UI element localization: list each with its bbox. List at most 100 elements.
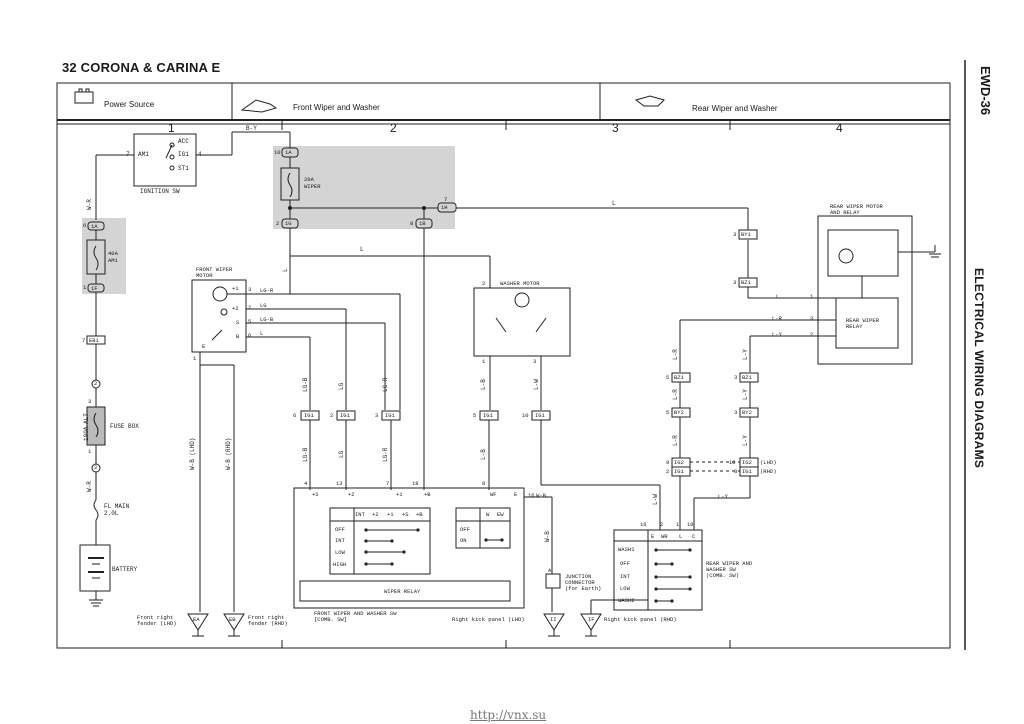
conn-1a-b: 1A — [285, 149, 292, 156]
fsw-row-1: INT — [335, 537, 345, 544]
wire-w-b-lhd: W-B (LHD) — [189, 437, 196, 470]
conn-eb1-pin: 7 — [82, 337, 86, 344]
rsw-row-3: LOW — [620, 585, 630, 592]
rear-relay-1: REAR WIPER — [846, 317, 880, 324]
wire-l-b-1: L-B — [480, 379, 487, 390]
ignition-pin7: 7 — [126, 151, 130, 158]
ground-ii-desc: Right kick panel (LHD) — [452, 616, 525, 623]
page-code: EWD-36 — [978, 66, 993, 116]
ig1-p5: 5 — [473, 412, 477, 419]
fsw-col-2: +1 — [387, 511, 394, 518]
wire-b-y: B-Y — [246, 125, 257, 132]
fuse-alt-amp: 100A — [83, 426, 90, 441]
front-motor-b: B — [236, 333, 240, 340]
junction-pin: A — [548, 567, 552, 574]
fuse-am1-name: AM1 — [108, 257, 118, 264]
front-motor-w2: LG — [260, 302, 267, 309]
wire-l-vert: L — [282, 268, 289, 272]
rc-ig1-pin: 2 — [666, 468, 670, 475]
ig1-p2: 2 — [330, 412, 334, 419]
front-motor-plus1: +1 — [232, 285, 239, 292]
rear-vwire-l-r-3: L-R — [672, 435, 679, 446]
rsw-row-1: OFF — [620, 560, 630, 567]
rsw-row-0: WASH1 — [618, 546, 635, 553]
rc-ig1: IG1 — [674, 468, 684, 475]
wire-l-b-2: L-B — [480, 449, 487, 460]
fsw-term-5: E — [514, 491, 518, 498]
rc-ig2: IG2 — [674, 459, 684, 466]
washer-motor-name: WASHER MOTOR — [500, 280, 540, 287]
rc-bz1a-pin: 5 — [666, 374, 670, 381]
front-motor-plus2: +2 — [232, 305, 239, 312]
fuse-wiper-amp: 20A — [304, 176, 314, 183]
conn-1f: 1F — [91, 285, 98, 292]
ground-eb — [223, 613, 245, 631]
footer-url[interactable]: http://vnx.su — [470, 708, 547, 722]
conn-2-3: 3 — [88, 398, 92, 405]
rear-motor-name-1: REAR WIPER MOTOR — [830, 203, 883, 210]
rear-vwire-l-w: L-W — [652, 494, 659, 505]
conn-1h: 1H — [441, 204, 448, 211]
wire-l-w-1: L-W — [533, 379, 540, 390]
column-4: 4 — [836, 121, 843, 135]
rear-vwire-l-r-1: L-R — [672, 349, 679, 360]
battery-icon — [74, 91, 94, 104]
section-title: ELECTRICAL WIRING DIAGRAMS — [972, 268, 986, 469]
fsw-col-0: INT — [355, 511, 365, 518]
fsw-term-0: +S — [312, 491, 319, 498]
rc-by1: BY1 — [741, 231, 751, 238]
front-wiper-switch — [293, 487, 525, 609]
rc-bz1b-pin: 3 — [734, 374, 738, 381]
fsw-pin-5: 16 — [528, 492, 535, 499]
rear-wire-l-y-b: L-Y — [718, 493, 728, 500]
rear-motor-name-2: AND RELAY — [830, 209, 860, 216]
ignition-am1: AM1 — [138, 151, 149, 158]
rc-ig2r: IG2 — [742, 459, 752, 466]
fsw-col-3: +S — [402, 511, 409, 518]
page-title: 32 CORONA & CARINA E — [62, 60, 221, 75]
ig1-d: IG1 — [483, 412, 493, 419]
fuse-box-label: FUSE BOX — [110, 423, 139, 430]
front-motor-s: S — [236, 319, 240, 326]
wiper-fuse-area — [273, 146, 455, 229]
fsw-col-4: +B — [416, 511, 423, 518]
ground-ea — [187, 613, 209, 631]
conn-2-bot: 2 — [94, 464, 98, 471]
rear-vwire-l-r-2: L-R — [672, 389, 679, 400]
ignition-acc: ACC — [178, 138, 189, 145]
column-1: 1 — [168, 121, 175, 135]
ground-ii — [543, 613, 565, 631]
wire-lg-r-2: LG-R — [382, 447, 389, 462]
fsw-col-1: +2 — [372, 511, 379, 518]
fsw-row-2: LOW — [335, 549, 345, 556]
rear-vwire-l-y-2: L-Y — [742, 389, 749, 400]
rear-wiper-icon — [634, 95, 665, 107]
rsw-col-2: L — [679, 533, 683, 540]
front-motor-e: E — [202, 343, 206, 350]
rc-ig2r-pin: 10 — [729, 459, 736, 466]
rc-by2b-pin: 3 — [734, 409, 738, 416]
ignition-pin4: 4 — [198, 151, 202, 158]
washer-motor-pin3: 3 — [533, 358, 537, 365]
column-3: 3 — [612, 121, 619, 135]
wire-w-r-2: W-R — [86, 481, 93, 492]
ig1-b: IG1 — [340, 412, 350, 419]
fsw-pin-4: 8 — [482, 480, 486, 487]
fsw-term-1: +2 — [348, 491, 355, 498]
wire-l-top: L — [612, 200, 616, 207]
conn-1h-pin: 7 — [444, 196, 448, 203]
rsw-name-1: REAR WIPER AND — [706, 560, 753, 567]
header-rear-wiper: Rear Wiper and Washer — [692, 104, 778, 113]
washer-motor-pin2: 2 — [482, 280, 486, 287]
rc-ig1r: IG1 — [742, 468, 752, 475]
fsw-wrow-0: OFF — [460, 526, 470, 533]
rc-by1-pin: 3 — [733, 231, 737, 238]
rsw-row-2: INT — [620, 573, 630, 580]
rsw-pin-0: 16 — [640, 521, 647, 528]
rear-motor-p1: 1 — [810, 293, 814, 300]
ground-ea-desc-2: fender (LHD) — [137, 620, 177, 627]
rear-wiper-motor-relay — [817, 215, 913, 365]
rear-relay-2: RELAY — [846, 323, 863, 330]
junction-name-2: CONNECTOR — [565, 579, 595, 586]
front-motor-name-2: MOTOR — [196, 272, 213, 279]
